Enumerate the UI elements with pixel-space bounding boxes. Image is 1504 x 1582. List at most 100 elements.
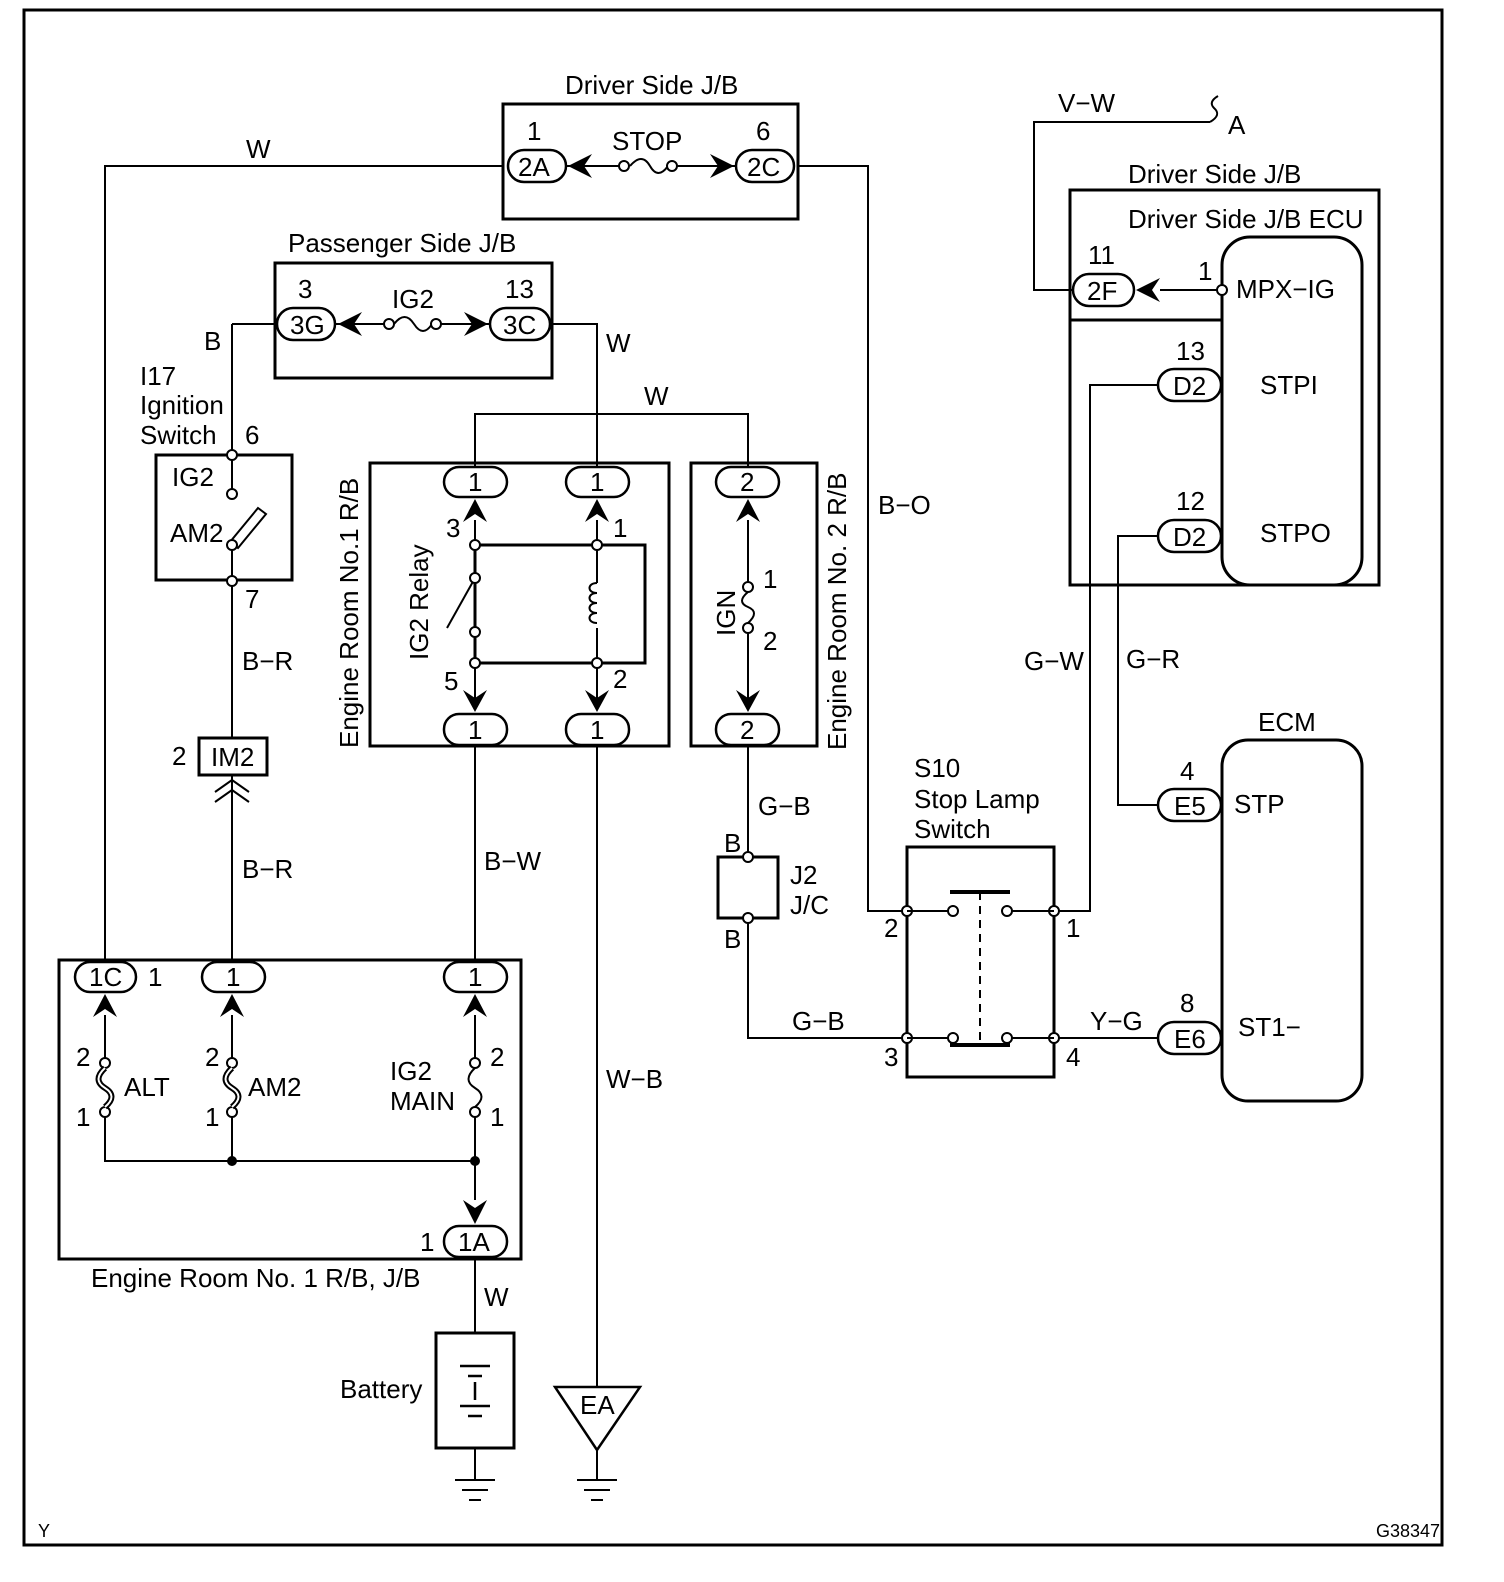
er2-rb-box bbox=[689, 461, 819, 748]
er1-connector-bottom-right bbox=[564, 712, 631, 747]
junction-ig2main bbox=[470, 1156, 480, 1166]
am2-fuse-terminal-2 bbox=[226, 1057, 238, 1069]
stop-switch-pin-4: 4 bbox=[1066, 1042, 1080, 1072]
alt-pin-1: 1 bbox=[76, 1102, 90, 1132]
connector-2F bbox=[1071, 272, 1136, 308]
stop-switch-name-1: Stop Lamp bbox=[914, 784, 1040, 814]
connector-D2-stpo bbox=[1156, 518, 1223, 554]
wire-label-W-3C: W bbox=[606, 328, 631, 358]
ignition-pin-7: 7 bbox=[245, 584, 259, 614]
pin-3C-number: 13 bbox=[505, 274, 534, 304]
wire-label-B: B bbox=[204, 326, 221, 356]
ig2-fuse-terminal-b bbox=[430, 318, 442, 330]
er2-connector-bottom bbox=[714, 712, 781, 747]
er1-jb-label: Engine Room No. 1 R/B, J/B bbox=[91, 1263, 420, 1293]
alt-terminal-1 bbox=[99, 1106, 111, 1118]
mpx-pin-1: 1 bbox=[1198, 256, 1212, 286]
ig2-main-pin-2: 2 bbox=[490, 1042, 504, 1072]
junction-am2 bbox=[227, 1156, 237, 1166]
ig2-fuse-label: IG2 bbox=[392, 284, 434, 314]
driver-jb-ecu-body bbox=[1220, 235, 1364, 587]
stop-fuse-symbol bbox=[566, 158, 736, 174]
ig2-fuse-symbol bbox=[336, 316, 490, 332]
ignition-am2-terminal: AM2 bbox=[170, 518, 223, 548]
point-a-label: A bbox=[1228, 110, 1246, 140]
er1-arrow-tl bbox=[463, 499, 487, 522]
arrow-2F bbox=[1136, 278, 1160, 302]
er1-rb-box bbox=[368, 461, 671, 748]
relay-node-3 bbox=[469, 539, 481, 551]
connector-2A-label: 2A bbox=[518, 152, 550, 182]
ign-pin-2: 2 bbox=[763, 626, 777, 656]
stpi-pin-13: 13 bbox=[1176, 336, 1205, 366]
connector-ig2main-top bbox=[442, 960, 509, 994]
wire-label-B-R-lower: B−R bbox=[242, 854, 293, 884]
ig2-main-fuse-symbol bbox=[467, 1067, 483, 1108]
relay-node-5 bbox=[469, 657, 481, 669]
wire-label-G-R: G−R bbox=[1126, 644, 1180, 674]
im2-label: IM2 bbox=[211, 742, 254, 772]
er2-arrow-top bbox=[736, 499, 760, 522]
stop-switch-pin-2: 2 bbox=[884, 913, 898, 943]
connector-E6-label: E6 bbox=[1174, 1024, 1206, 1054]
relay-pin-5: 5 bbox=[444, 666, 458, 696]
connector-2C-label: 2C bbox=[747, 152, 780, 182]
jc-j2-id: J2 bbox=[790, 860, 817, 890]
connector-3C-label: 3C bbox=[503, 310, 536, 340]
ig2-main-pin-1: 1 bbox=[490, 1102, 504, 1132]
im2-connector bbox=[197, 736, 269, 777]
wire-label-W-top: W bbox=[246, 134, 271, 164]
connector-E5-label: E5 bbox=[1174, 791, 1206, 821]
wire-label-W-B: W−B bbox=[606, 1064, 663, 1094]
driver-jb-top-label: Driver Side J/B bbox=[565, 70, 738, 100]
connector-D2-stpi-label: D2 bbox=[1173, 371, 1206, 401]
ig2-main-terminal-1 bbox=[469, 1106, 481, 1118]
arrow-1C bbox=[93, 994, 117, 1017]
wire-label-G-B-upper: G−B bbox=[758, 791, 811, 821]
driver-jb-top-box bbox=[501, 102, 800, 221]
ig2-main-label-2: MAIN bbox=[390, 1086, 455, 1116]
stop-switch-contact-4 bbox=[1001, 1032, 1013, 1044]
pin-2F-number: 11 bbox=[1088, 240, 1115, 270]
ign-fuse-symbol bbox=[741, 591, 755, 624]
pin-2C-number: 6 bbox=[756, 116, 770, 146]
am2-fuse-terminal-1 bbox=[226, 1106, 238, 1118]
ignition-switch-key-icon bbox=[228, 506, 268, 550]
ignition-ig2-contact bbox=[226, 488, 238, 500]
ignition-switch-name-1: Ignition bbox=[140, 390, 224, 420]
ign-fuse-terminal-2 bbox=[742, 622, 754, 634]
corner-y-label: Y bbox=[38, 1521, 50, 1541]
arrow-2A bbox=[568, 154, 592, 178]
jc-name: J/C bbox=[790, 890, 829, 920]
relay-contact-a bbox=[469, 572, 481, 584]
stop-switch-pin-1: 1 bbox=[1066, 913, 1080, 943]
passenger-jb-label: Passenger Side J/B bbox=[288, 228, 516, 258]
stop-switch-box bbox=[905, 845, 1056, 1079]
stop-switch-contact-1 bbox=[947, 905, 959, 917]
driver-jb-ecu-label: Driver Side J/B ECU bbox=[1128, 204, 1364, 234]
connector-D2-stpo-label: D2 bbox=[1173, 522, 1206, 552]
wire-label-V-W: V−W bbox=[1058, 88, 1116, 118]
jc-pin-B-top: B bbox=[724, 828, 741, 858]
wire-label-B-O: B−O bbox=[878, 490, 931, 520]
connector-1A-label: 1A bbox=[458, 1227, 490, 1257]
ecm-pin-4: 4 bbox=[1180, 756, 1194, 786]
connector-1C bbox=[73, 960, 138, 994]
ignition-switch-name-2: Switch bbox=[140, 420, 217, 450]
er1-connector-top-left-label: 1 bbox=[468, 467, 482, 497]
stop-switch-name-2: Switch bbox=[914, 814, 991, 844]
alt-fusible-link-inner bbox=[97, 1067, 113, 1108]
relay-pin-3: 3 bbox=[446, 513, 460, 543]
ignition-terminal-6 bbox=[226, 449, 238, 461]
figure-code: G38347 bbox=[1376, 1521, 1440, 1541]
ecm-label: ECM bbox=[1258, 707, 1316, 737]
ignition-switch-box bbox=[154, 453, 294, 582]
connector-am2-top-label: 1 bbox=[226, 962, 240, 992]
battery-cell-icon bbox=[460, 1364, 490, 1418]
relay-contact-b bbox=[469, 626, 481, 638]
ig2-fuse-terminal-a bbox=[383, 318, 395, 330]
stpo-pin-12: 12 bbox=[1176, 486, 1205, 516]
er1-jb-box bbox=[57, 958, 523, 1261]
arrow-3G bbox=[338, 312, 362, 336]
